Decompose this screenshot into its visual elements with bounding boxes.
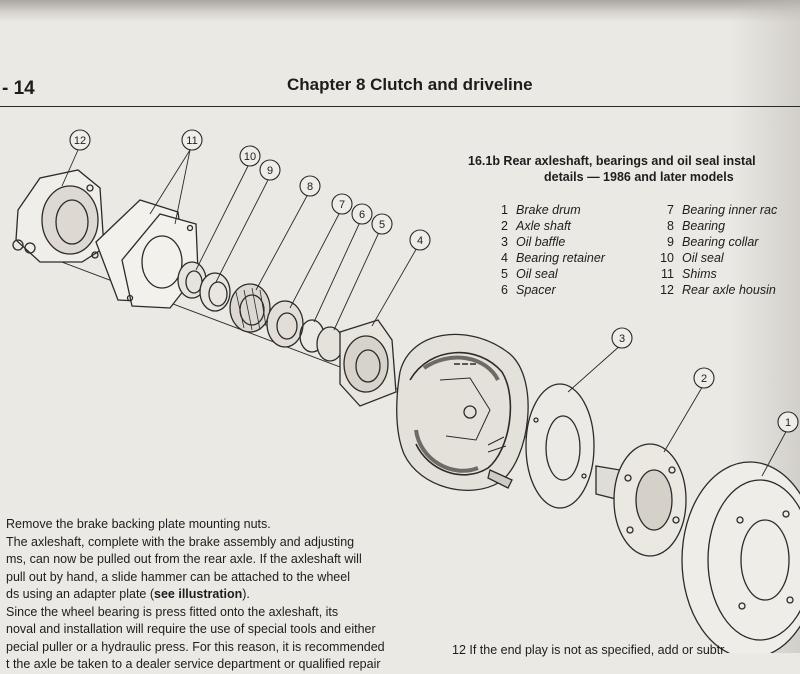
callout-11: 11 xyxy=(181,129,203,151)
callout-10: 10 xyxy=(239,145,261,167)
callout-2: 2 xyxy=(693,367,715,389)
body-line: Remove the brake backing plate mounting … xyxy=(6,517,271,531)
page-top-shadow xyxy=(0,0,800,22)
chapter-title: Chapter 8 Clutch and driveline xyxy=(287,75,533,94)
caption-line-1: 16.1b Rear axleshaft, bearings and oil s… xyxy=(468,154,756,168)
bearing-retainer-drawing xyxy=(339,319,397,407)
body-text: Remove the brake backing plate mounting … xyxy=(6,516,426,674)
illustration-reference: see illustration xyxy=(154,587,243,601)
svg-text:5: 5 xyxy=(379,219,385,231)
bearing-drawing xyxy=(229,283,271,333)
svg-text:6: 6 xyxy=(359,209,365,221)
brake-drum-drawing xyxy=(681,461,800,653)
body-line: t the axle be taken to a dealer service … xyxy=(6,657,381,671)
axle-housing-drawing xyxy=(12,169,105,263)
svg-text:4: 4 xyxy=(417,235,423,247)
caption-line-2: details — 1986 and later models xyxy=(544,170,734,184)
body-line: ds using an adapter plate (see illustrat… xyxy=(6,587,250,601)
oil-seal-drawing xyxy=(177,261,207,299)
page-header: - 14 Chapter 8 Clutch and driveline xyxy=(0,62,800,107)
body-line: ms, can now be pulled out from the rear … xyxy=(6,552,362,566)
svg-text:8: 8 xyxy=(307,181,313,193)
body-line: pull out by hand, a slide hammer can be … xyxy=(6,569,350,584)
callout-9: 9 xyxy=(259,159,281,181)
axle-shaft-drawing xyxy=(595,443,687,557)
bearing-collar-drawing xyxy=(199,272,231,312)
svg-text:9: 9 xyxy=(267,165,273,177)
body-line: The axleshaft, complete with the brake a… xyxy=(6,534,355,549)
callout-3: 3 xyxy=(611,327,633,349)
exploded-axle-diagram: 12 11 10 9 8 7 6 5 4 3 2 1 xyxy=(12,129,800,653)
body-line: pecial puller or a hydraulic press. For … xyxy=(6,639,385,654)
body-line: Since the wheel bearing is press fitted … xyxy=(6,604,339,619)
axle-oil-seal-drawing xyxy=(316,326,344,362)
callout-12: 12 xyxy=(69,129,91,151)
svg-text:1: 1 xyxy=(785,417,791,429)
next-column-fragment: 12 If the end play is not as specified, … xyxy=(452,643,725,657)
callout-4: 4 xyxy=(409,229,431,251)
callout-leaders xyxy=(61,149,789,477)
svg-text:11: 11 xyxy=(186,135,197,147)
callout-1: 1 xyxy=(777,411,799,433)
oil-baffle-drawing xyxy=(525,383,595,509)
callout-5: 5 xyxy=(371,213,393,235)
body-line: noval and installation will require the … xyxy=(6,622,376,636)
svg-text:7: 7 xyxy=(339,199,345,211)
svg-text:10: 10 xyxy=(244,151,256,163)
figure-caption: 16.1b Rear axleshaft, bearings and oil s… xyxy=(468,153,798,185)
callout-6: 6 xyxy=(351,203,373,225)
bearing-inner-race-drawing xyxy=(266,300,304,348)
page-number: - 14 xyxy=(2,78,35,99)
callout-7: 7 xyxy=(331,193,353,215)
callout-8: 8 xyxy=(299,175,321,197)
svg-text:3: 3 xyxy=(619,333,625,345)
callout-markers: 12 11 10 9 8 7 6 5 4 3 2 1 xyxy=(69,129,799,433)
svg-text:12: 12 xyxy=(74,135,86,147)
wheel-stud-drawing xyxy=(487,469,513,489)
svg-text:2: 2 xyxy=(701,373,707,385)
brake-backing-plate-drawing xyxy=(396,333,529,491)
